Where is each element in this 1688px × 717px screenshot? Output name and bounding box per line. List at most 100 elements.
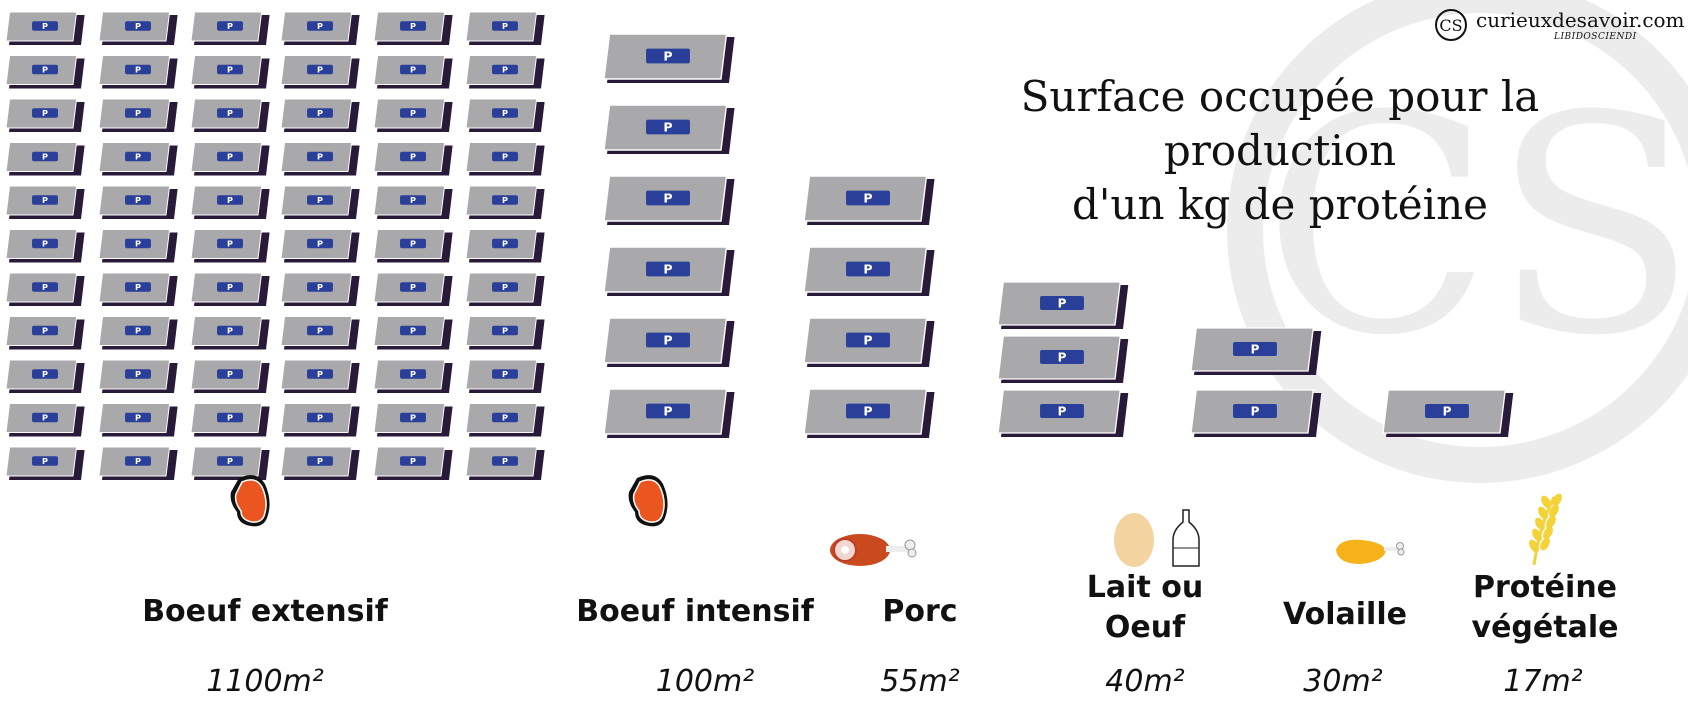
- svg-text:P: P: [410, 108, 416, 118]
- unit-lot-volaille: P: [1190, 327, 1322, 375]
- svg-text:P: P: [42, 152, 48, 162]
- svg-text:P: P: [317, 326, 323, 336]
- svg-text:P: P: [317, 108, 323, 118]
- unit-lot-boeuf-extensif: P: [465, 403, 545, 437]
- svg-text:P: P: [135, 282, 141, 292]
- unit-lot-boeuf-extensif: P: [373, 229, 453, 263]
- svg-text:P: P: [502, 413, 508, 423]
- parking-sign-icon: [307, 412, 333, 423]
- category-label-volaille: Volaille: [1265, 595, 1425, 635]
- unit-lot-boeuf-extensif: P: [5, 359, 85, 393]
- parking-sign-icon: [307, 325, 333, 336]
- svg-text:P: P: [863, 404, 872, 419]
- unit-lot-boeuf-extensif: P: [98, 446, 178, 480]
- unit-lot-boeuf-extensif: P: [190, 359, 270, 393]
- parking-sign-icon: [400, 195, 426, 205]
- parking-sign-icon: [307, 195, 333, 205]
- unit-lot-boeuf-extensif: P: [465, 359, 545, 393]
- svg-text:P: P: [135, 108, 141, 118]
- parking-sign-icon: [217, 369, 243, 379]
- value-label-boeuf-extensif: 1100m²: [206, 664, 324, 699]
- unit-lot-boeuf-extensif: P: [98, 11, 178, 45]
- unit-lot-boeuf-extensif: P: [190, 229, 270, 263]
- unit-lot-boeuf-intensif: P: [603, 246, 735, 296]
- svg-text:P: P: [227, 413, 233, 423]
- parking-sign-icon: [646, 48, 690, 64]
- svg-text:P: P: [42, 239, 48, 249]
- parking-sign-icon: [492, 282, 518, 292]
- brand[interactable]: CS curieuxdesavoir.com LIBIDOSCIENDI: [1434, 6, 1685, 46]
- category-label-porc: Porc: [850, 592, 990, 632]
- brand-tagline: LIBIDOSCIENDI: [1554, 32, 1637, 42]
- svg-text:P: P: [227, 456, 233, 466]
- svg-text:P: P: [410, 369, 416, 379]
- wheat-icon: [1529, 493, 1562, 566]
- parking-sign-icon: [307, 456, 333, 466]
- parking-sign-icon: [646, 119, 690, 135]
- unit-lot-lait-ou-oeuf: P: [997, 335, 1129, 383]
- svg-text:CS: CS: [1439, 16, 1462, 35]
- svg-text:P: P: [317, 21, 323, 31]
- parking-sign-icon: [492, 108, 518, 118]
- parking-sign-icon: [400, 21, 426, 31]
- unit-lot-boeuf-extensif: P: [280, 55, 360, 89]
- svg-text:P: P: [1251, 405, 1260, 419]
- unit-lot-porc: P: [803, 246, 935, 296]
- value-label-boeuf-intensif: 100m²: [655, 664, 755, 699]
- parking-sign-icon: [125, 238, 151, 249]
- parking-sign-icon: [492, 238, 518, 249]
- svg-text:P: P: [663, 49, 672, 64]
- brand-logo-icon: CS: [1435, 9, 1467, 41]
- svg-text:P: P: [42, 282, 48, 292]
- svg-text:P: P: [863, 262, 872, 277]
- svg-text:P: P: [42, 21, 48, 31]
- steak-icon: [628, 475, 668, 527]
- chart-title: Surface occupée pour la production d'un …: [900, 70, 1660, 232]
- unit-lot-boeuf-extensif: P: [465, 185, 545, 219]
- unit-lot-boeuf-extensif: P: [280, 185, 360, 219]
- svg-text:P: P: [502, 326, 508, 336]
- unit-lot-boeuf-extensif: P: [98, 272, 178, 306]
- parking-sign-icon: [846, 190, 890, 206]
- svg-text:P: P: [317, 195, 323, 205]
- category-label-boeuf-intensif: Boeuf intensif: [570, 592, 820, 632]
- unit-lot-boeuf-extensif: P: [280, 359, 360, 393]
- unit-lot-boeuf-extensif: P: [190, 98, 270, 132]
- unit-lot-boeuf-extensif: P: [98, 229, 178, 263]
- chart-title-line-2: d'un kg de protéine: [1072, 180, 1488, 229]
- parking-sign-icon: [125, 369, 151, 379]
- svg-text:P: P: [135, 152, 141, 162]
- category-label-line: Porc: [882, 594, 958, 629]
- brand-site-name: curieuxdesavoir.com: [1476, 8, 1685, 32]
- parking-sign-icon: [400, 108, 426, 118]
- category-label-line: Oeuf: [1104, 610, 1186, 645]
- svg-text:CS: CS: [1262, 52, 1688, 401]
- unit-lot-volaille: P: [1190, 389, 1322, 437]
- parking-sign-icon: [217, 456, 243, 466]
- svg-text:P: P: [227, 108, 233, 118]
- unit-lot-boeuf-extensif: P: [373, 55, 453, 89]
- parking-sign-icon: [307, 151, 333, 162]
- parking-sign-icon: [125, 108, 151, 118]
- parking-sign-icon: [217, 325, 243, 336]
- unit-lot-boeuf-extensif: P: [5, 11, 85, 45]
- parking-sign-icon: [1233, 403, 1277, 419]
- parking-sign-icon: [846, 332, 890, 348]
- chart-title-line-1: Surface occupée pour la production: [1020, 72, 1540, 175]
- value-label-volaille: 30m²: [1303, 664, 1383, 699]
- svg-text:P: P: [1058, 405, 1067, 419]
- unit-lot-boeuf-extensif: P: [98, 55, 178, 89]
- parking-sign-icon: [32, 195, 58, 205]
- parking-sign-icon: [400, 64, 426, 75]
- unit-lot-boeuf-extensif: P: [280, 229, 360, 263]
- svg-text:P: P: [663, 333, 672, 348]
- parking-sign-icon: [307, 369, 333, 379]
- svg-text:P: P: [410, 282, 416, 292]
- unit-lot-boeuf-intensif: P: [603, 175, 735, 225]
- unit-lot-boeuf-intensif: P: [603, 388, 735, 438]
- svg-text:P: P: [227, 21, 233, 31]
- unit-lot-boeuf-extensif: P: [190, 142, 270, 176]
- parking-sign-icon: [1425, 403, 1469, 419]
- parking-sign-icon: [492, 456, 518, 466]
